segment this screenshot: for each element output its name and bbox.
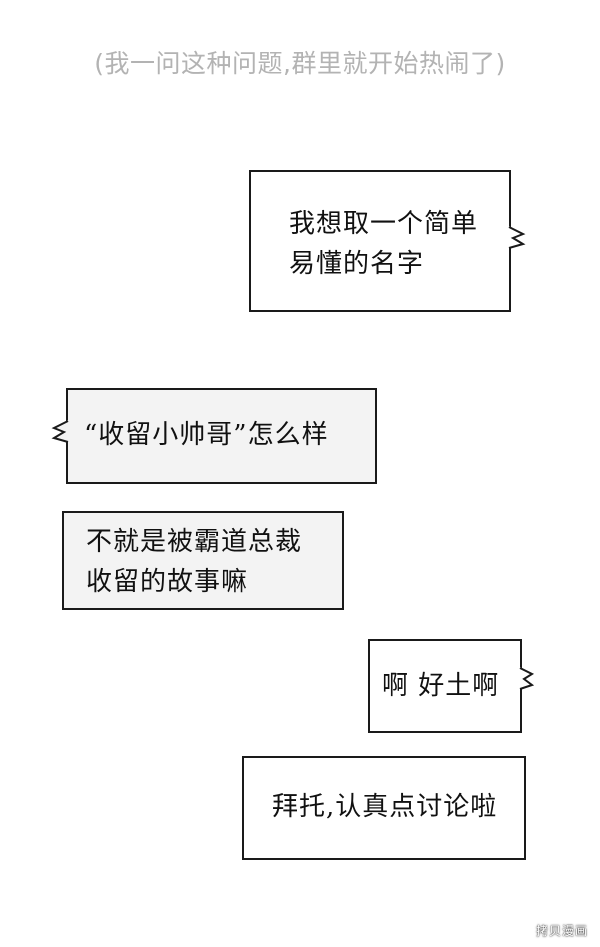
bubble-2-text: “收留小帅哥”怎么样 (84, 420, 329, 450)
bubble-3-text: 不就是被霸道总裁 收留的故事嘛 (86, 527, 303, 597)
bubble-1-text: 我想取一个简单 易懂的名字 (289, 209, 479, 279)
speech-bubble-5: 拜托,认真点讨论啦 (242, 756, 526, 860)
speech-bubble-2: “收留小帅哥”怎么样 (51, 388, 377, 484)
bubble-2-tail (51, 420, 69, 443)
bubble-1-tail (508, 226, 526, 249)
bubble-4-tail (519, 667, 535, 690)
narration-caption: (我一问这种问题,群里就开始热闹了) (94, 49, 506, 78)
watermark: 拷贝漫画 (535, 924, 588, 938)
bubble-4-text: 啊 好土啊 (382, 671, 500, 701)
bubble-5-text: 拜托,认真点讨论啦 (272, 792, 498, 822)
speech-bubble-1: 我想取一个简单 易懂的名字 (249, 170, 526, 312)
speech-bubble-4: 啊 好土啊 (368, 639, 535, 733)
speech-bubble-3: 不就是被霸道总裁 收留的故事嘛 (62, 511, 344, 610)
